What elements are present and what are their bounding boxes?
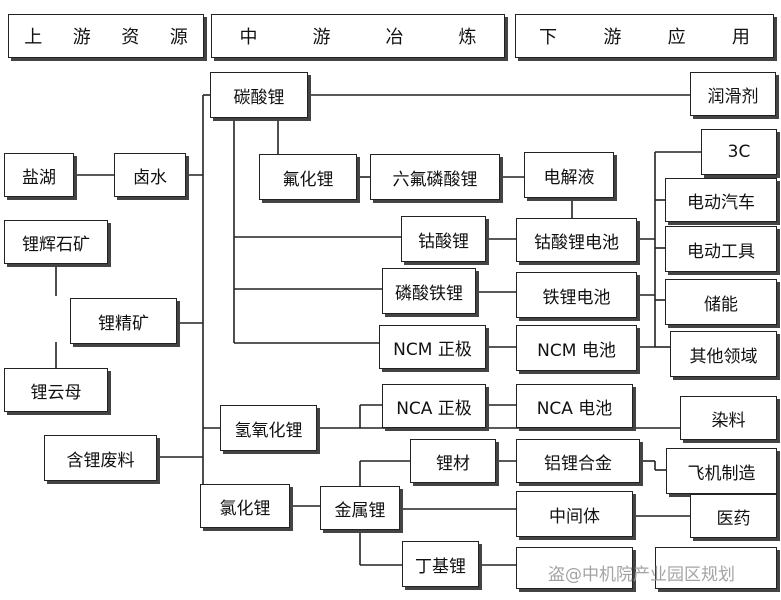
node-energy-storage: 储能 [665,279,777,325]
node-lfp-battery: 铁锂电池 [516,272,637,318]
node-electrolyte: 电解液 [524,152,614,198]
header-midstream-char: 冶 [385,27,404,48]
node-spodumene: 锂辉石矿 [4,220,108,264]
header-upstream-char: 源 [169,27,188,48]
node-nca-battery: NCA 电池 [516,384,633,428]
node-blank-1 [516,547,633,589]
node-brine: 卤水 [114,153,186,197]
node-other-fields: 其他领域 [670,331,777,377]
node-lipf6: 六氟磷酸锂 [370,154,500,200]
header-upstream-char: 上 [24,27,43,48]
node-lithium-cobaltate: 钴酸锂 [401,216,486,262]
node-salt-lake: 盐湖 [4,153,74,197]
node-al-li-alloy: 铝锂合金 [516,439,640,483]
header-upstream-char: 游 [72,27,91,48]
header-midstream-char: 游 [312,27,331,48]
watermark-text: 盗@中机院产业园区规划 [548,565,735,585]
header-midstream-char: 中 [239,27,258,48]
node-power-tools: 电动工具 [665,226,777,272]
header-midstream: 中 游 冶 炼 [211,14,505,58]
node-lco-battery: 钴酸锂电池 [516,218,637,262]
header-downstream-char: 下 [539,27,558,48]
node-lepidolite: 锂云母 [4,368,108,412]
node-ev: 电动汽车 [665,178,777,222]
node-lithium-chloride: 氯化锂 [200,484,290,528]
node-butyllithium: 丁基锂 [402,541,479,587]
node-lithium-metal: 金属锂 [320,486,400,530]
node-blank-2 [655,547,777,589]
node-aircraft: 飞机制造 [666,448,777,494]
header-midstream-char: 炼 [458,27,477,48]
node-lubricant: 润滑剂 [690,72,776,116]
header-downstream-char: 用 [731,27,750,48]
node-lithium-waste: 含锂废料 [44,435,157,481]
header-downstream-char: 应 [667,27,686,48]
header-upstream-char: 资 [121,27,140,48]
node-lithium-material: 锂材 [410,439,496,483]
node-lithium-carbonate: 碳酸锂 [210,72,308,118]
header-downstream: 下 游 应 用 [515,14,774,58]
node-ncm-battery: NCM 电池 [516,325,637,371]
header-upstream: 上 游 资 源 [8,14,204,58]
node-dye: 染料 [680,396,777,440]
node-lfp: 磷酸铁锂 [382,268,476,314]
node-nca-cathode: NCA 正极 [382,384,486,428]
node-lithium-hydroxide: 氢氧化锂 [220,405,317,451]
node-3c: 3C [701,129,777,175]
node-intermediate: 中间体 [516,491,633,537]
node-lithium-fluoride: 氟化锂 [259,154,357,200]
node-ncm-cathode: NCM 正极 [379,325,486,369]
header-downstream-char: 游 [603,27,622,48]
node-lithium-concentrate: 锂精矿 [70,298,177,344]
node-medicine: 医药 [690,494,777,538]
